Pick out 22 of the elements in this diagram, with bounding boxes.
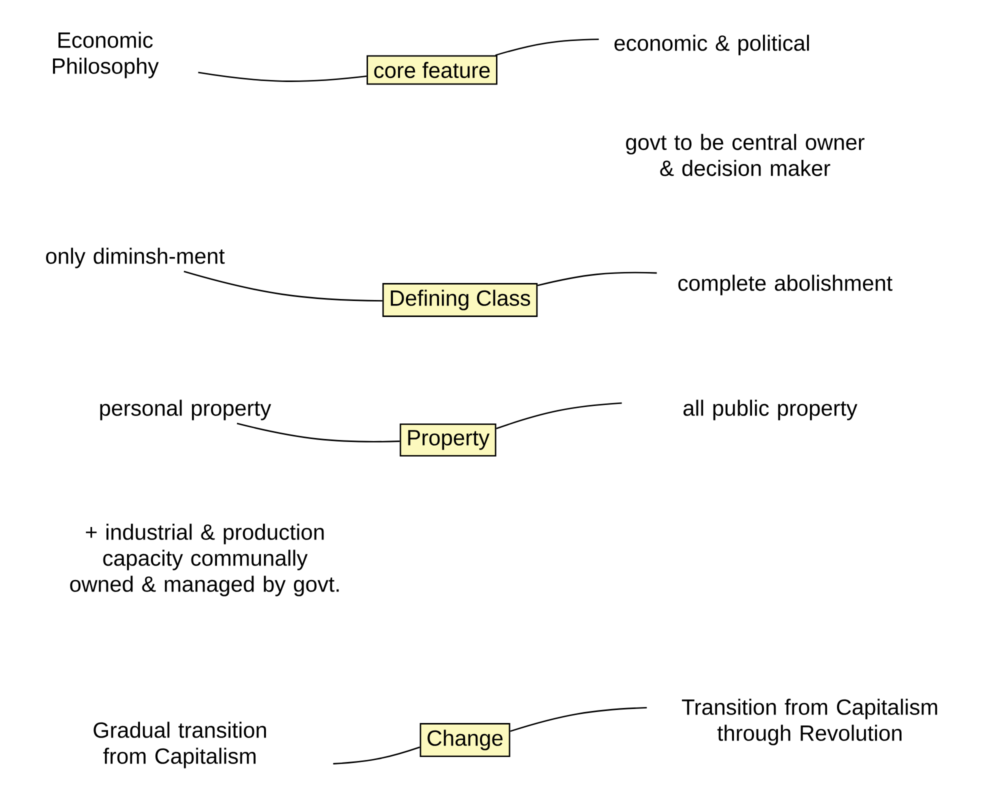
handwritten-note: Gradual transition from Capitalism	[94, 722, 266, 768]
handwritten-note: economic & political	[614, 34, 809, 56]
concept-box: Defining Class	[382, 283, 538, 317]
handwritten-note: personal property	[100, 400, 272, 420]
connector-line	[510, 707, 647, 732]
connector-line	[184, 270, 382, 302]
handwritten-note: complete abolishment	[678, 274, 892, 296]
handwritten-note: only diminsh-ment	[46, 248, 225, 268]
handwritten-note: Economic Philosophy	[53, 32, 159, 78]
connector-line	[198, 72, 367, 82]
note-text: + industrial & production capacity communally owned & managed by govt.	[70, 524, 339, 596]
handwritten-note: Transition from Capitalism through Revolution	[682, 698, 938, 746]
concept-box: Change	[420, 723, 510, 757]
concept-box: core feature	[366, 55, 498, 85]
connector-line	[236, 422, 400, 442]
connector-line	[537, 272, 657, 286]
connector-line	[495, 38, 599, 56]
connector-line	[496, 402, 622, 430]
connector-line	[333, 746, 420, 764]
concept-box: Property	[400, 423, 496, 457]
note-text: govt to be central owner & decision maker	[626, 134, 864, 176]
handwritten-note: all public property	[684, 400, 858, 420]
